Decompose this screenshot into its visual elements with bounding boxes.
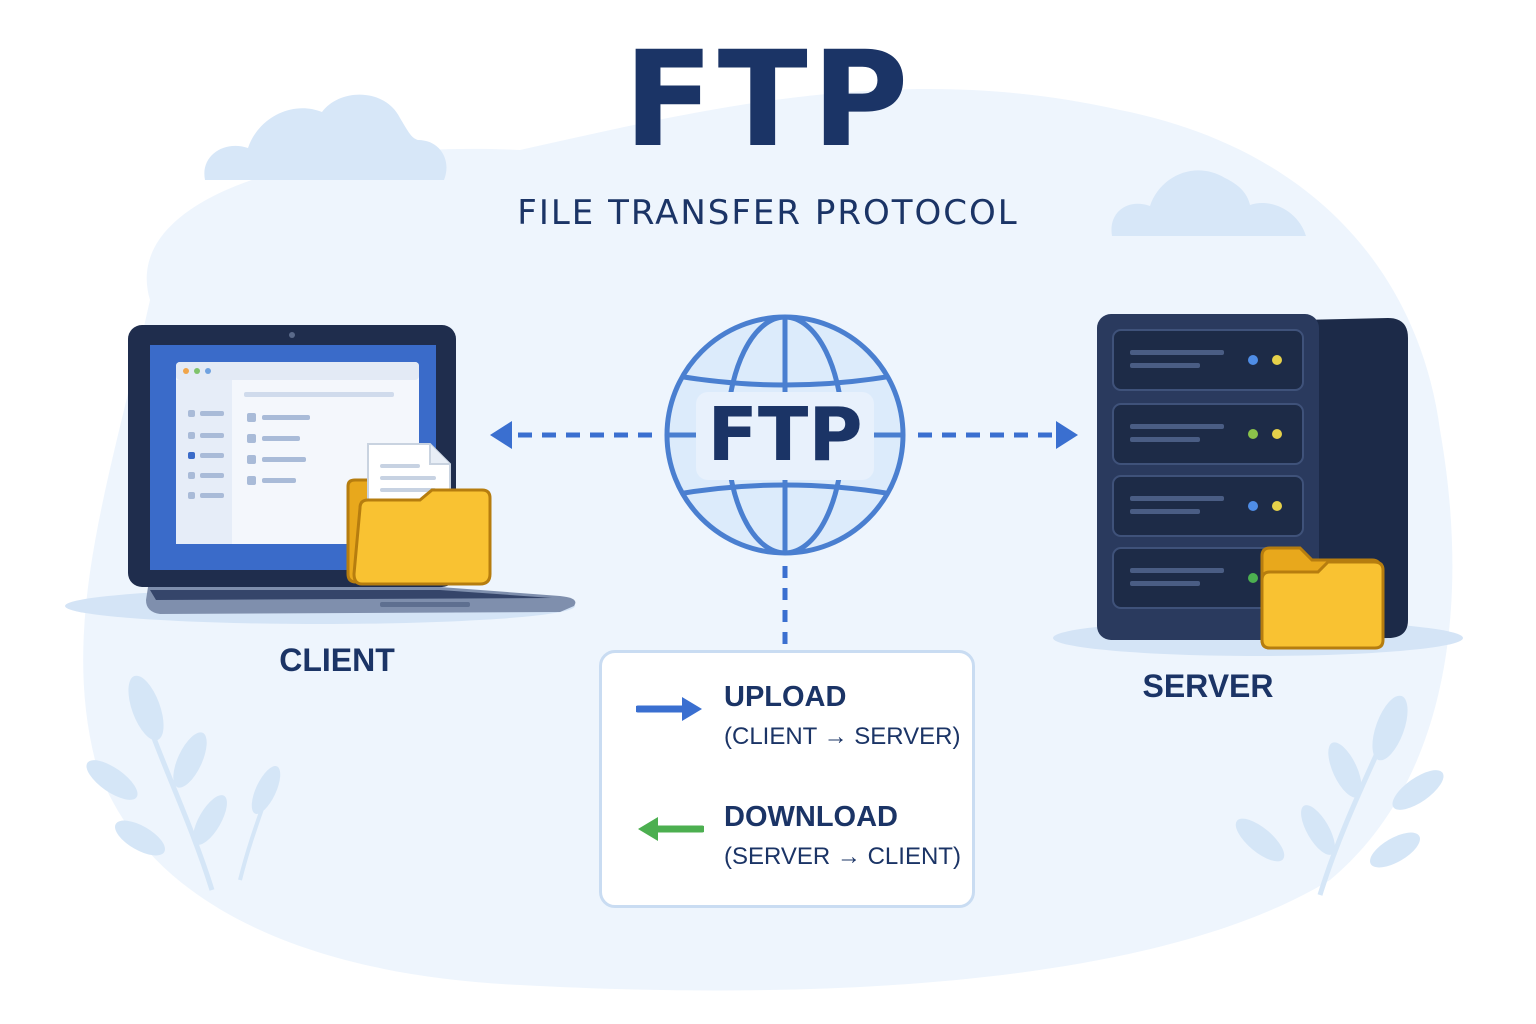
server-unit	[1112, 475, 1304, 537]
right-arrow-icon	[636, 697, 702, 721]
cloud-icon	[1111, 170, 1306, 236]
folder-icon	[346, 443, 492, 586]
legend-box: UPLOAD (CLIENT → SERVER) DOWNLOAD (SERVE…	[599, 650, 975, 908]
page-title: FTP	[623, 23, 913, 177]
server-unit	[1112, 547, 1304, 609]
folder-icon	[1260, 546, 1385, 650]
connection-to-client-arrow	[490, 421, 652, 449]
leaf-decoration-icon	[86, 675, 281, 891]
server-label: SERVER	[1142, 668, 1274, 704]
client-label: CLIENT	[279, 642, 395, 678]
left-arrow-icon	[638, 817, 704, 841]
leaf-decoration-icon	[1235, 695, 1444, 896]
upload-detail: (CLIENT → SERVER)	[724, 723, 961, 750]
server-unit	[1112, 403, 1304, 465]
globe-icon	[664, 314, 906, 556]
download-label: DOWNLOAD	[724, 801, 898, 833]
cloud-icon	[204, 94, 447, 180]
server-unit	[1112, 329, 1304, 391]
connection-to-server-arrow	[918, 421, 1078, 449]
upload-label: UPLOAD	[724, 681, 847, 713]
server-rack-icon	[1053, 314, 1463, 656]
protocol-label: FTP	[707, 392, 863, 478]
download-detail: (SERVER → CLIENT)	[724, 843, 961, 870]
page-subtitle: FILE TRANSFER PROTOCOL	[517, 193, 1019, 233]
